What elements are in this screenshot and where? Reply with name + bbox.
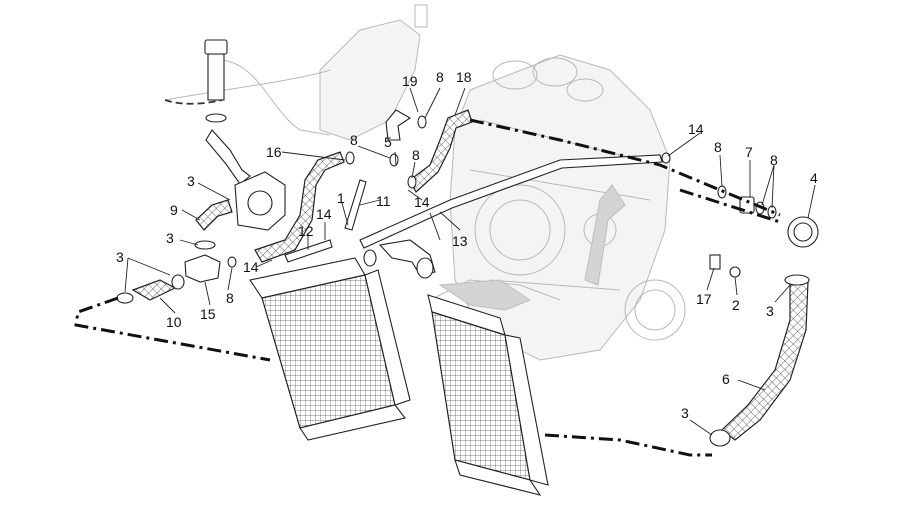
callout-11: 11 (376, 193, 391, 209)
callout-10: 10 (166, 314, 182, 330)
radiator-right (427, 294, 549, 496)
callout-3: 3 (166, 230, 174, 246)
hose-18 (409, 109, 473, 193)
flow-line-right-bottom (544, 433, 712, 457)
flow-line-mid (679, 188, 781, 224)
callout-4: 4 (810, 170, 818, 186)
flow-line-top (469, 118, 781, 217)
filler-neck (204, 39, 251, 185)
callout-7: 7 (745, 144, 753, 160)
flow-arrow-large (438, 279, 532, 311)
callout-8: 8 (226, 290, 234, 306)
callout-9: 9 (170, 202, 178, 218)
callout-14: 14 (688, 121, 704, 137)
flow-line-upper-left (164, 99, 223, 105)
callout-8: 8 (412, 147, 420, 163)
radiator-left (249, 257, 411, 441)
hose-9 (195, 199, 233, 231)
callout-13: 13 (452, 233, 468, 249)
pipe-12 (284, 239, 333, 263)
callout-14: 14 (414, 194, 430, 210)
fittings (116, 115, 819, 447)
callout-2: 2 (732, 297, 740, 313)
callout-3: 3 (681, 405, 689, 421)
callout-18: 18 (456, 69, 472, 85)
water-pump-housing (234, 171, 286, 231)
callout-8: 8 (350, 132, 358, 148)
hose-10 (131, 279, 177, 301)
hose-19 (385, 109, 412, 141)
callout-15: 15 (200, 306, 216, 322)
callout-3: 3 (116, 249, 124, 265)
callout-8: 8 (714, 139, 722, 155)
callout-5: 5 (384, 134, 392, 150)
callout-14: 14 (316, 206, 332, 222)
hose-6 (721, 281, 809, 441)
hose-16 (254, 151, 345, 263)
leader-lines (124, 87, 816, 436)
flow-line-left (74, 296, 271, 362)
pipe-13 (359, 154, 663, 249)
callout-3: 3 (187, 173, 195, 189)
flow-arrow-engine (584, 184, 626, 286)
callout-6: 6 (722, 371, 730, 387)
callout-14: 14 (243, 259, 259, 275)
callout-8: 8 (436, 69, 444, 85)
pipe-11 (344, 179, 367, 231)
reservoir-tank-ghost (164, 4, 428, 141)
callout-8: 8 (770, 152, 778, 168)
callout-12: 12 (298, 223, 314, 239)
callout-19: 19 (402, 73, 418, 89)
callout-3: 3 (766, 303, 774, 319)
callout-1: 1 (337, 190, 345, 206)
callout-16: 16 (266, 144, 282, 160)
callouts: 19 8 18 16 8 5 8 14 8 7 8 4 3 9 11 1 14 … (116, 69, 818, 421)
callout-17: 17 (696, 291, 712, 307)
